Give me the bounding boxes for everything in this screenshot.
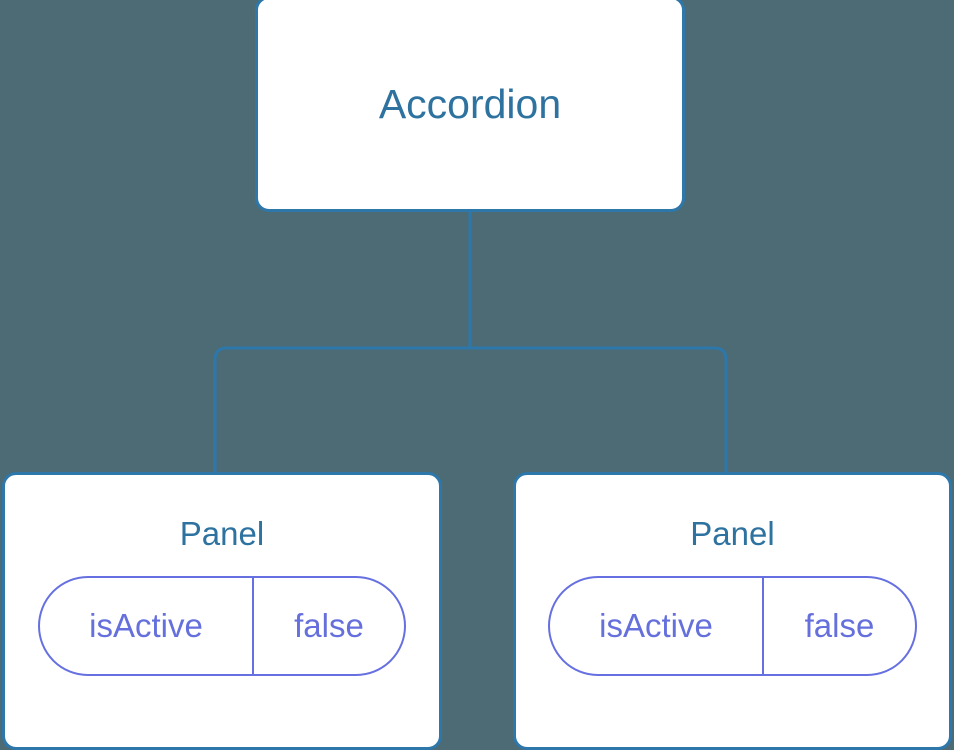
- node-panel-1-state-pill[interactable]: isActive false: [548, 576, 917, 676]
- node-panel-0-state-value: false: [294, 606, 364, 644]
- node-panel-0-state-key: isActive: [40, 578, 254, 674]
- node-panel-0-title: Panel: [179, 515, 265, 552]
- node-accordion-title: Accordion: [378, 80, 562, 127]
- node-accordion[interactable]: Accordion: [255, 0, 685, 212]
- connector-bus-to-panel-0: [213, 346, 470, 472]
- connector-bus-to-panel-1: [470, 346, 728, 472]
- node-panel-0-state-pill[interactable]: isActive false: [38, 576, 406, 676]
- node-panel-0[interactable]: Panel isActive false: [2, 472, 442, 750]
- node-panel-1-state-key: isActive: [550, 578, 764, 674]
- node-panel-1-title: Panel: [690, 515, 775, 552]
- node-panel-1-state-value: false: [804, 606, 875, 644]
- node-panel-1[interactable]: Panel isActive false: [513, 472, 952, 750]
